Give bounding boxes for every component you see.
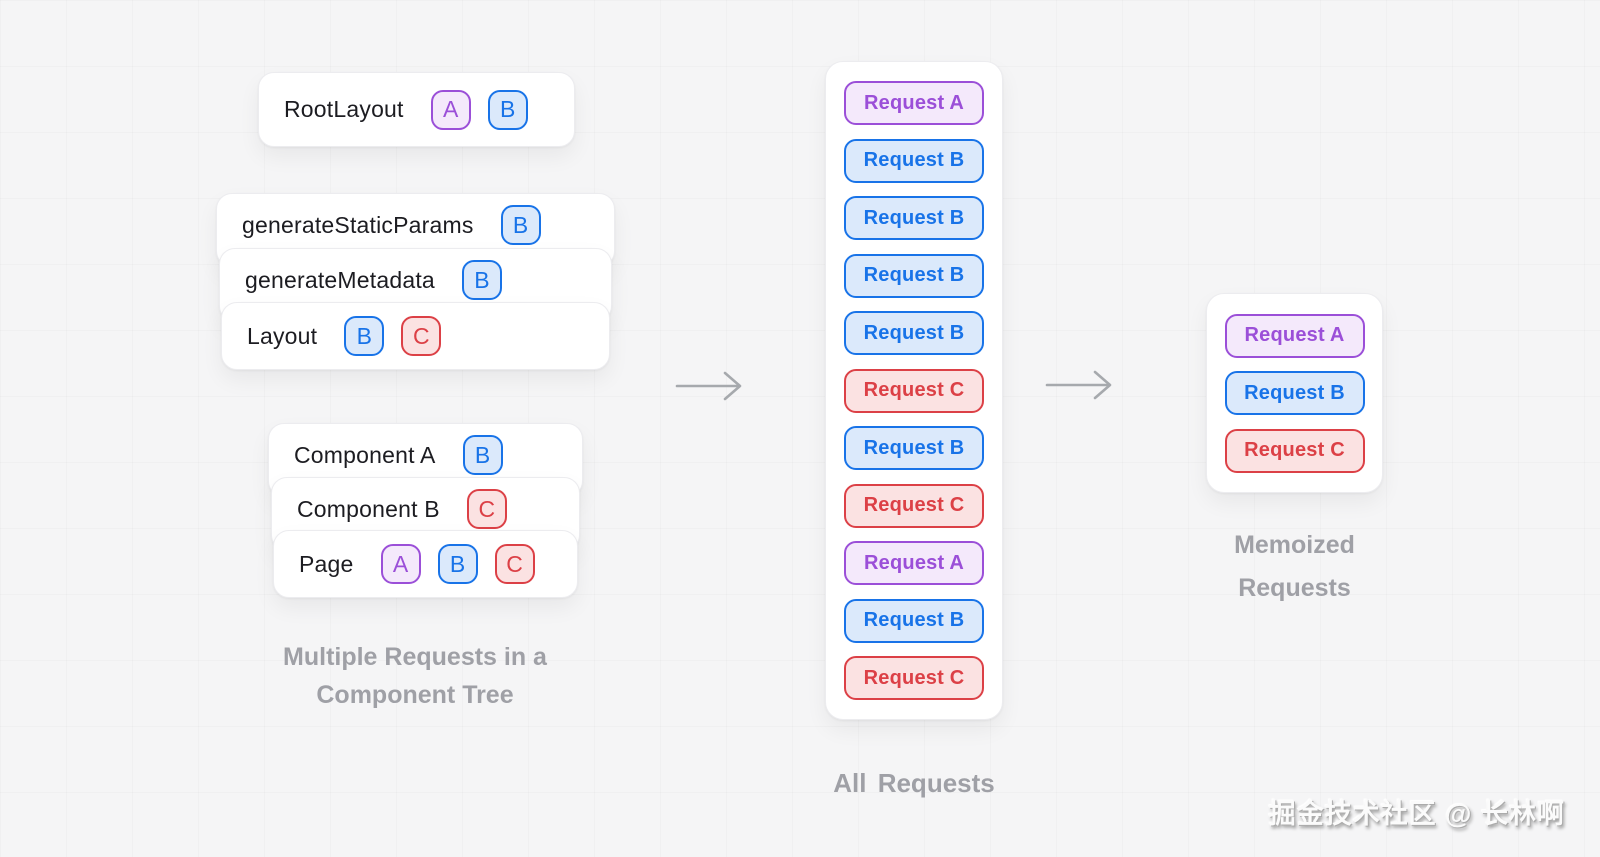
card-row: Component B C [272,478,579,540]
card-label: Layout [247,322,318,349]
request-pill-b: Request B [844,196,984,240]
request-pill-c: Request C [1224,428,1365,473]
card-label: RootLayout [284,96,404,122]
request-badge-b: B [461,260,502,300]
request-badge-b: B [437,544,478,584]
card-row: generateStaticParams B [217,194,614,256]
card-row: generateMetadata B [220,249,611,311]
card-badges: C [466,489,507,529]
request-badge-b: B [462,435,503,475]
request-pill-c: Request C [844,368,984,413]
request-pill-c: Request C [844,483,984,528]
card-label: generateStaticParams [242,211,474,238]
arrow-right-icon [675,371,742,401]
arrow-right-icon [1045,370,1112,400]
card-badges: B [500,205,541,245]
watermark: 掘金技术社区 @ 长林啊 [1268,799,1565,829]
request-pill-a: Request A [1224,313,1365,358]
request-pill-b: Request B [1224,371,1365,415]
request-pill-b: Request B [844,598,984,643]
memoized-caption-line1: Memoized [1234,531,1355,559]
request-badge-b: B [344,316,385,356]
request-pill-b: Request B [844,426,984,470]
card-row: Component A B [269,424,582,486]
card-badges: B [462,435,503,475]
request-pill-b: Request B [844,253,984,298]
request-pill-b: Request B [844,311,984,355]
tree-caption-line2: Component Tree [316,681,514,709]
request-badge-a: A [380,544,421,584]
request-pill-a: Request A [844,541,984,585]
all-requests-panel: Request A Request B Request B Request B Requ… [825,61,1003,720]
request-badge-a: A [430,89,471,130]
request-badge-b: B [500,205,541,245]
all-requests-caption: All Requests [833,768,995,798]
card-label: Page [299,550,354,577]
request-badge-c: C [401,316,442,356]
request-badge-b: B [487,89,528,130]
tree-caption-line1: Multiple Requests in a [283,643,547,671]
tree-caption: Multiple Requests in a Component Tree [245,638,585,714]
memoized-caption-line2: Requests [1238,574,1351,602]
card-label: Component A [294,441,436,468]
request-pill-a: Request A [844,81,984,125]
card-badges: B [461,260,502,300]
card-stack-layout: generateStaticParams B generateMetadata … [216,193,620,370]
request-pill-b: Request B [844,138,984,183]
request-pill-c: Request C [844,656,984,700]
card-label: Component B [297,495,440,522]
request-badge-c: C [466,489,507,529]
memoized-caption: Memoized Requests [1204,524,1385,610]
memoized-panel: Request A Request B Request C [1206,293,1383,493]
request-badge-c: C [494,544,535,584]
card-label: generateMetadata [245,266,435,293]
